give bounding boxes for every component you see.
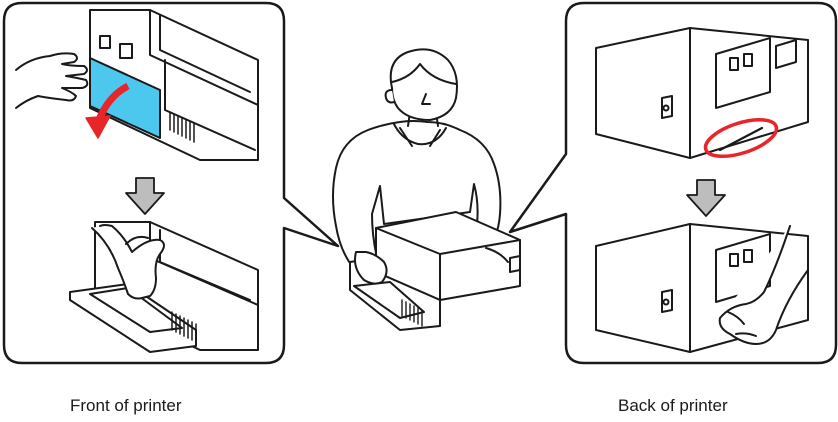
front-caption: Front of printer	[70, 396, 182, 416]
carried-printer	[350, 212, 520, 330]
back-caption: Back of printer	[618, 396, 728, 416]
